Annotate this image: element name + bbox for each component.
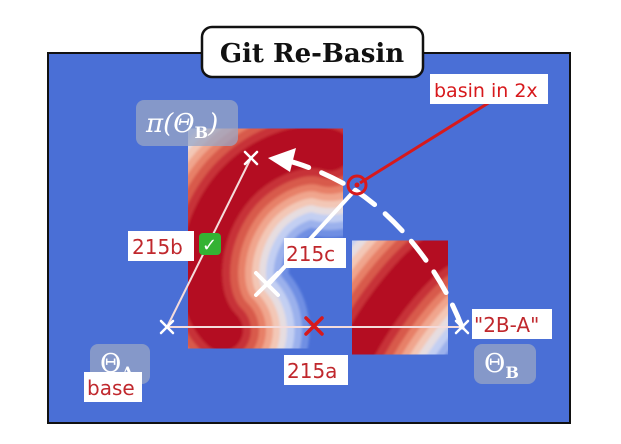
rebasin-solid-segment bbox=[266, 188, 357, 287]
pi-theta-b-label: π(ΘB) bbox=[145, 109, 218, 142]
check-icon: ✓ bbox=[202, 235, 217, 256]
label-215a: 215a bbox=[287, 359, 337, 383]
basin-callout-label: basin in 2x bbox=[434, 80, 538, 102]
point-theta-b-marker bbox=[454, 319, 470, 335]
rebasin-dashed-arc bbox=[282, 157, 465, 330]
label-base-box bbox=[84, 372, 142, 402]
pi-theta-b-tag bbox=[136, 100, 238, 146]
rebasin-arrowhead bbox=[268, 148, 296, 172]
title-box bbox=[200, 25, 425, 79]
contour-basins bbox=[113, 59, 525, 423]
label-215c-box bbox=[284, 238, 346, 268]
midpoint-cross-red bbox=[304, 316, 324, 336]
callout-line bbox=[359, 100, 491, 185]
label-2b-a: "2B-A" bbox=[474, 313, 539, 337]
callout-target-dot bbox=[354, 182, 360, 188]
theta-b-label: ΘB bbox=[484, 349, 519, 382]
label-215c: 215c bbox=[286, 242, 335, 266]
diagram-title: Git Re-Basin bbox=[220, 39, 404, 69]
basin-callout-box bbox=[430, 74, 548, 104]
label-215a-box bbox=[284, 355, 348, 385]
check-badge bbox=[199, 233, 221, 255]
basin-right bbox=[275, 165, 525, 423]
theta-b-tag bbox=[474, 344, 536, 384]
label-2b-a-box bbox=[472, 309, 552, 339]
point-pi-theta-b-marker bbox=[243, 150, 259, 166]
label-base: base bbox=[87, 376, 135, 400]
point-theta-a-marker bbox=[159, 319, 175, 335]
midpoint-cross-white bbox=[254, 271, 280, 297]
label-215b: 215b bbox=[132, 235, 183, 259]
callout-target-ring bbox=[346, 174, 368, 196]
basin-left bbox=[113, 59, 418, 418]
label-215b-box bbox=[128, 231, 194, 261]
